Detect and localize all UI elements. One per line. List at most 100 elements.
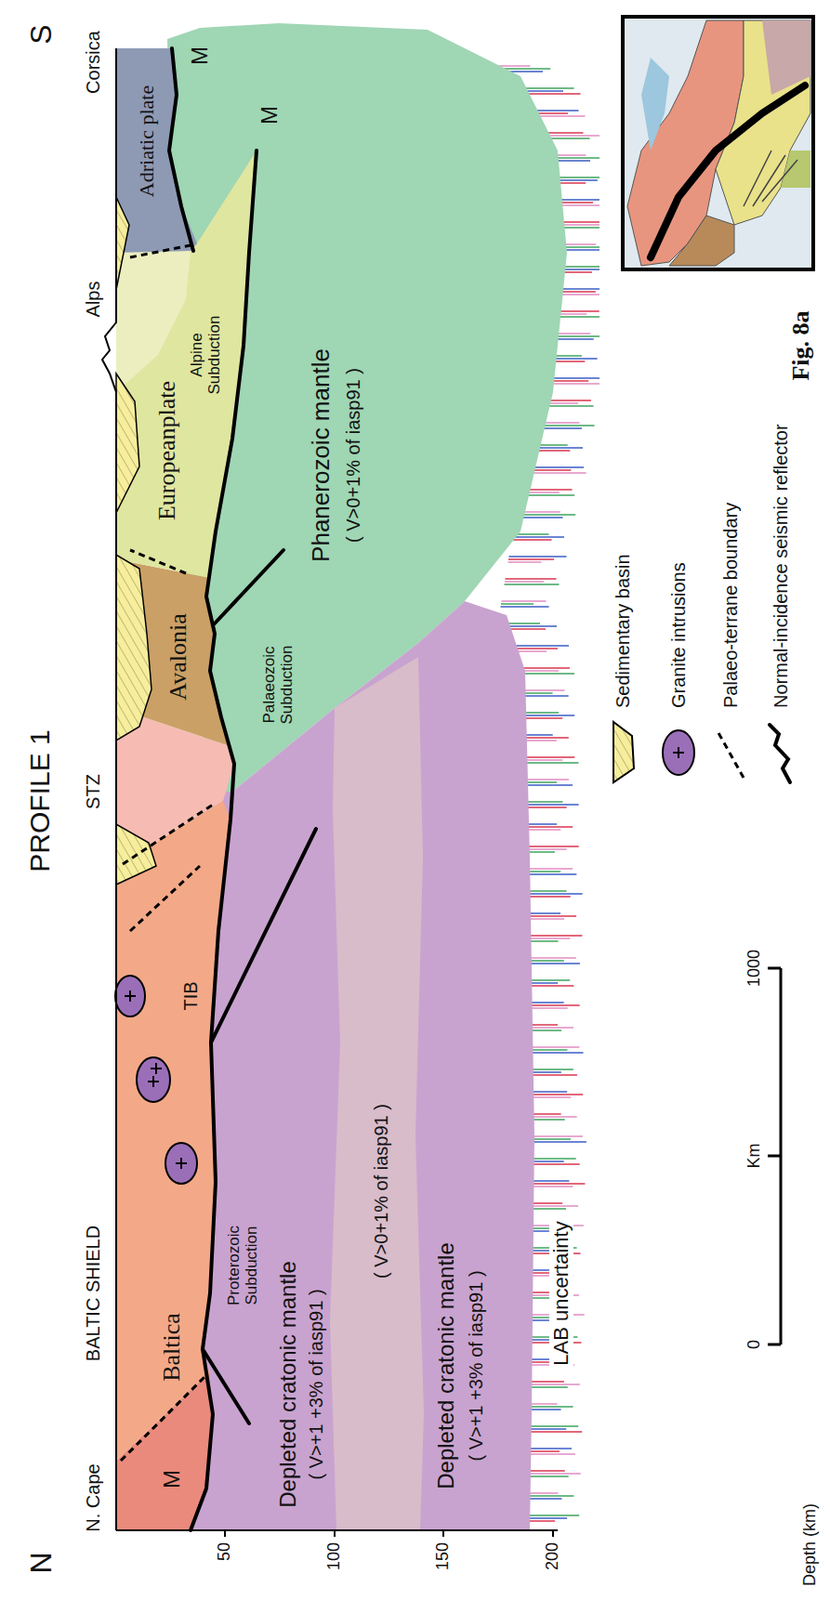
moho-marker: M <box>257 105 282 125</box>
hatch-stroke <box>523 893 583 896</box>
seismic-reflector <box>169 48 317 1531</box>
velocity-note: ( V>0+1% of iasp91 ) <box>342 368 364 543</box>
hatch-stroke <box>500 67 551 70</box>
velocity-note: ( V>+1 +3% of iasp91 ) <box>305 1289 327 1480</box>
hatch-stroke <box>542 405 594 408</box>
hatch-stroke <box>522 845 580 848</box>
hatch-stroke <box>523 1431 582 1434</box>
velocity-note: ( V>0+1% of iasp91 ) <box>370 1104 392 1279</box>
legend-text: Normal-incidence seismic reflector <box>770 423 791 709</box>
depth-tick-label: 100 <box>325 1542 344 1571</box>
lab-label: LAB uncertainty <box>549 1217 574 1370</box>
mantle-name: Phanerozoic mantle <box>307 348 335 563</box>
axis-title: Depth (km) <box>801 1503 820 1587</box>
hatch-stroke <box>523 1453 576 1456</box>
scale-label: 1000 <box>745 949 765 988</box>
legend-boundary-sample <box>717 731 744 778</box>
hatch-stroke <box>524 962 580 965</box>
alps-zone <box>116 250 191 393</box>
legend-text: Palaeo-terrane boundary <box>720 502 741 709</box>
hatch-stroke <box>522 1495 574 1498</box>
hatch-stroke <box>526 1141 587 1144</box>
hatch-stroke <box>525 1046 580 1049</box>
depth-tick-label: 150 <box>434 1542 453 1571</box>
hatch-stroke <box>527 466 584 469</box>
hatch-stroke <box>526 1052 584 1054</box>
hatch-stroke <box>517 672 575 675</box>
hatch-stroke <box>504 580 544 583</box>
hatch-stroke <box>496 65 530 67</box>
mantle-name: Depleted cratonic mantle <box>276 1261 301 1508</box>
place-name: N. Cape <box>82 1463 104 1532</box>
sedimentary-basin <box>116 197 130 290</box>
hatch-stroke <box>547 377 601 380</box>
cratonic-mantle-middle-band <box>329 657 424 1531</box>
figure-caption: Fig. 8a <box>788 310 816 381</box>
hatch-stroke <box>523 1473 581 1476</box>
place-name: Corsica <box>82 30 104 94</box>
depth-tick-label: 200 <box>543 1542 563 1571</box>
hatch-stroke <box>519 756 575 759</box>
hatch-stroke <box>512 539 553 541</box>
hatch-stroke <box>502 625 557 628</box>
inset-map <box>622 16 814 270</box>
hatch-stroke <box>521 803 580 806</box>
hatch-stroke <box>509 555 567 558</box>
hatch-stroke <box>522 1515 580 1517</box>
legend-text: Sedimentary basin <box>612 553 633 709</box>
place-name: Alps <box>82 281 104 318</box>
legend-text: Granite intrusions <box>668 562 689 709</box>
hatch-stroke <box>518 695 569 698</box>
hatch-stroke <box>512 536 565 539</box>
hatch-stroke <box>521 826 573 829</box>
hatch-stroke <box>500 606 550 608</box>
hatch-stroke <box>508 561 542 564</box>
legend-granite-sample <box>662 730 695 776</box>
hatch-stroke <box>526 1183 585 1186</box>
hatch-stroke <box>504 583 560 586</box>
sedimentary-basin <box>116 554 152 741</box>
surface-line <box>102 48 117 1531</box>
hatch-stroke <box>509 645 569 647</box>
legend-sediment-sample <box>613 722 634 783</box>
hatch-stroke <box>522 92 581 95</box>
north-marker: N <box>25 1552 58 1574</box>
hatch-stroke <box>521 494 575 497</box>
terrane-name: Adriatic plate <box>135 85 159 198</box>
legend-reflector-sample <box>769 724 791 783</box>
hatch-stroke <box>524 957 577 960</box>
hatch-stroke <box>523 915 577 918</box>
scale-label: Km <box>745 1144 765 1170</box>
hatch-stroke <box>526 1074 578 1077</box>
hatch-stroke <box>505 578 557 580</box>
south-marker: S <box>25 24 58 44</box>
subduction-label: Palaeozoic Subduction <box>261 633 296 737</box>
hatch-stroke <box>516 513 576 516</box>
hatch-stroke <box>519 762 579 765</box>
hatch-stroke <box>519 87 575 90</box>
moho-marker: M <box>159 1470 185 1489</box>
hatch-stroke <box>501 600 547 603</box>
hatch-stroke <box>526 1093 583 1096</box>
hatch-stroke <box>523 935 582 937</box>
palaeo-terrane-boundary <box>120 245 216 1462</box>
hatch-stroke <box>526 1163 580 1166</box>
scale-label: 0 <box>745 1340 765 1350</box>
subduction-label: Proterozoic Subduction <box>225 1214 261 1318</box>
figure-title: PROFILE 1 <box>24 729 55 872</box>
hatch-stroke <box>524 1383 580 1386</box>
moho-marker: M <box>187 46 212 66</box>
scale-bar <box>767 968 781 1345</box>
depth-tick-label: 50 <box>215 1542 235 1562</box>
hatch-stroke <box>516 667 570 670</box>
hatch-stroke <box>542 134 600 137</box>
hatch-stroke <box>523 1425 579 1428</box>
cratonic-mantle <box>185 601 535 1531</box>
hatch-stroke <box>526 472 587 475</box>
depth-axis <box>116 1530 558 1538</box>
hatch-stroke <box>522 873 577 876</box>
hatch-stroke <box>500 603 534 606</box>
